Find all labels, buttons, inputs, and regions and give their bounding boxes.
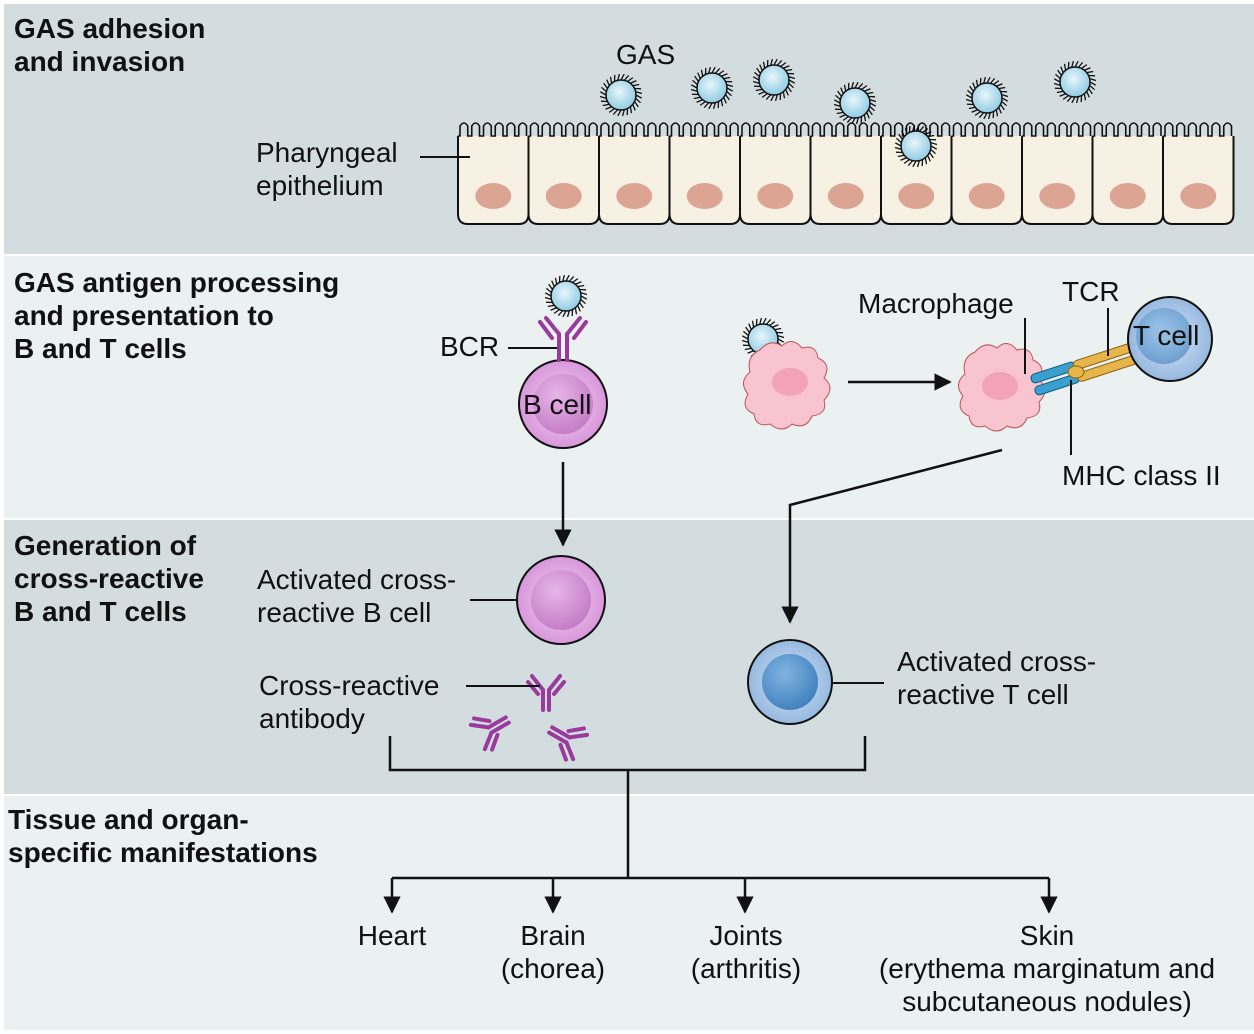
macrophage-presenting	[958, 343, 1046, 432]
tcr-label: TCR	[1062, 276, 1120, 307]
pharyngeal-label: Pharyngeal epithelium	[256, 137, 398, 201]
activated-t-cell	[747, 639, 833, 725]
epithelial-cell	[950, 122, 1023, 225]
bcr-receptor	[538, 316, 588, 362]
activated-b-label: Activated cross- reactive B cell	[257, 564, 457, 628]
epithelial-cell	[739, 122, 812, 225]
gas-bacterium	[894, 124, 938, 168]
gas-bacteria	[544, 58, 1097, 361]
outcome-skin: Skin (erythema marginatum and subcutaneo…	[878, 920, 1216, 1017]
section-title-adhesion: GAS adhesion and invasion	[14, 13, 206, 77]
section-title-processing: GAS antigen processing and presentation …	[14, 267, 340, 364]
macrophage-engulfing	[743, 341, 831, 430]
cross-reactive-antibodies	[468, 674, 590, 762]
mhc-class-ii	[1030, 361, 1080, 396]
outcome-heart: Heart	[357, 920, 427, 951]
t-cell	[1127, 296, 1213, 382]
t-cell-label: T cell	[1133, 320, 1200, 351]
epithelial-cell	[880, 122, 953, 225]
epithelial-cell	[527, 122, 600, 225]
activated-b-cell	[516, 555, 606, 645]
epithelial-cell	[1162, 122, 1235, 225]
gas-bacterium	[752, 58, 796, 102]
outcome-connector	[388, 736, 1049, 880]
epithelial-cell	[668, 122, 741, 225]
bcr-label: BCR	[440, 331, 500, 362]
section-generation	[4, 520, 1254, 794]
gas-label: GAS	[616, 39, 676, 70]
mhc-label: MHC class II	[1062, 460, 1221, 491]
outcome-joints: Joints (arthritis)	[690, 920, 802, 984]
tcr-receptor	[1067, 343, 1138, 382]
gas-bacterium	[599, 73, 643, 117]
gas-bacterium	[965, 76, 1009, 120]
pharyngeal-epithelium	[457, 122, 1235, 225]
section-title-generation: Generation of cross-reactive B and T cel…	[14, 530, 204, 627]
epithelial-cell	[457, 122, 530, 225]
epithelial-cell	[598, 122, 671, 225]
b-cell	[518, 359, 608, 449]
gas-bacterium	[833, 81, 877, 125]
outcome-brain: Brain (chorea)	[500, 920, 606, 984]
b-cell-label: B cell	[523, 389, 592, 420]
gas-bacterium	[690, 66, 734, 110]
epithelial-cell	[1091, 122, 1164, 225]
arrow-t-activation	[781, 448, 1003, 624]
section-title-manifestations: Tissue and organ- specific manifestation…	[8, 804, 318, 868]
gas-bacterium	[544, 274, 588, 318]
antibody-label: Cross-reactive antibody	[259, 670, 440, 734]
epithelial-cell	[809, 122, 882, 225]
gas-bacterium	[1053, 60, 1097, 104]
macrophage-label: Macrophage	[858, 288, 1014, 319]
epithelial-cell	[1021, 122, 1094, 225]
activated-t-label: Activated cross- reactive T cell	[897, 646, 1097, 710]
